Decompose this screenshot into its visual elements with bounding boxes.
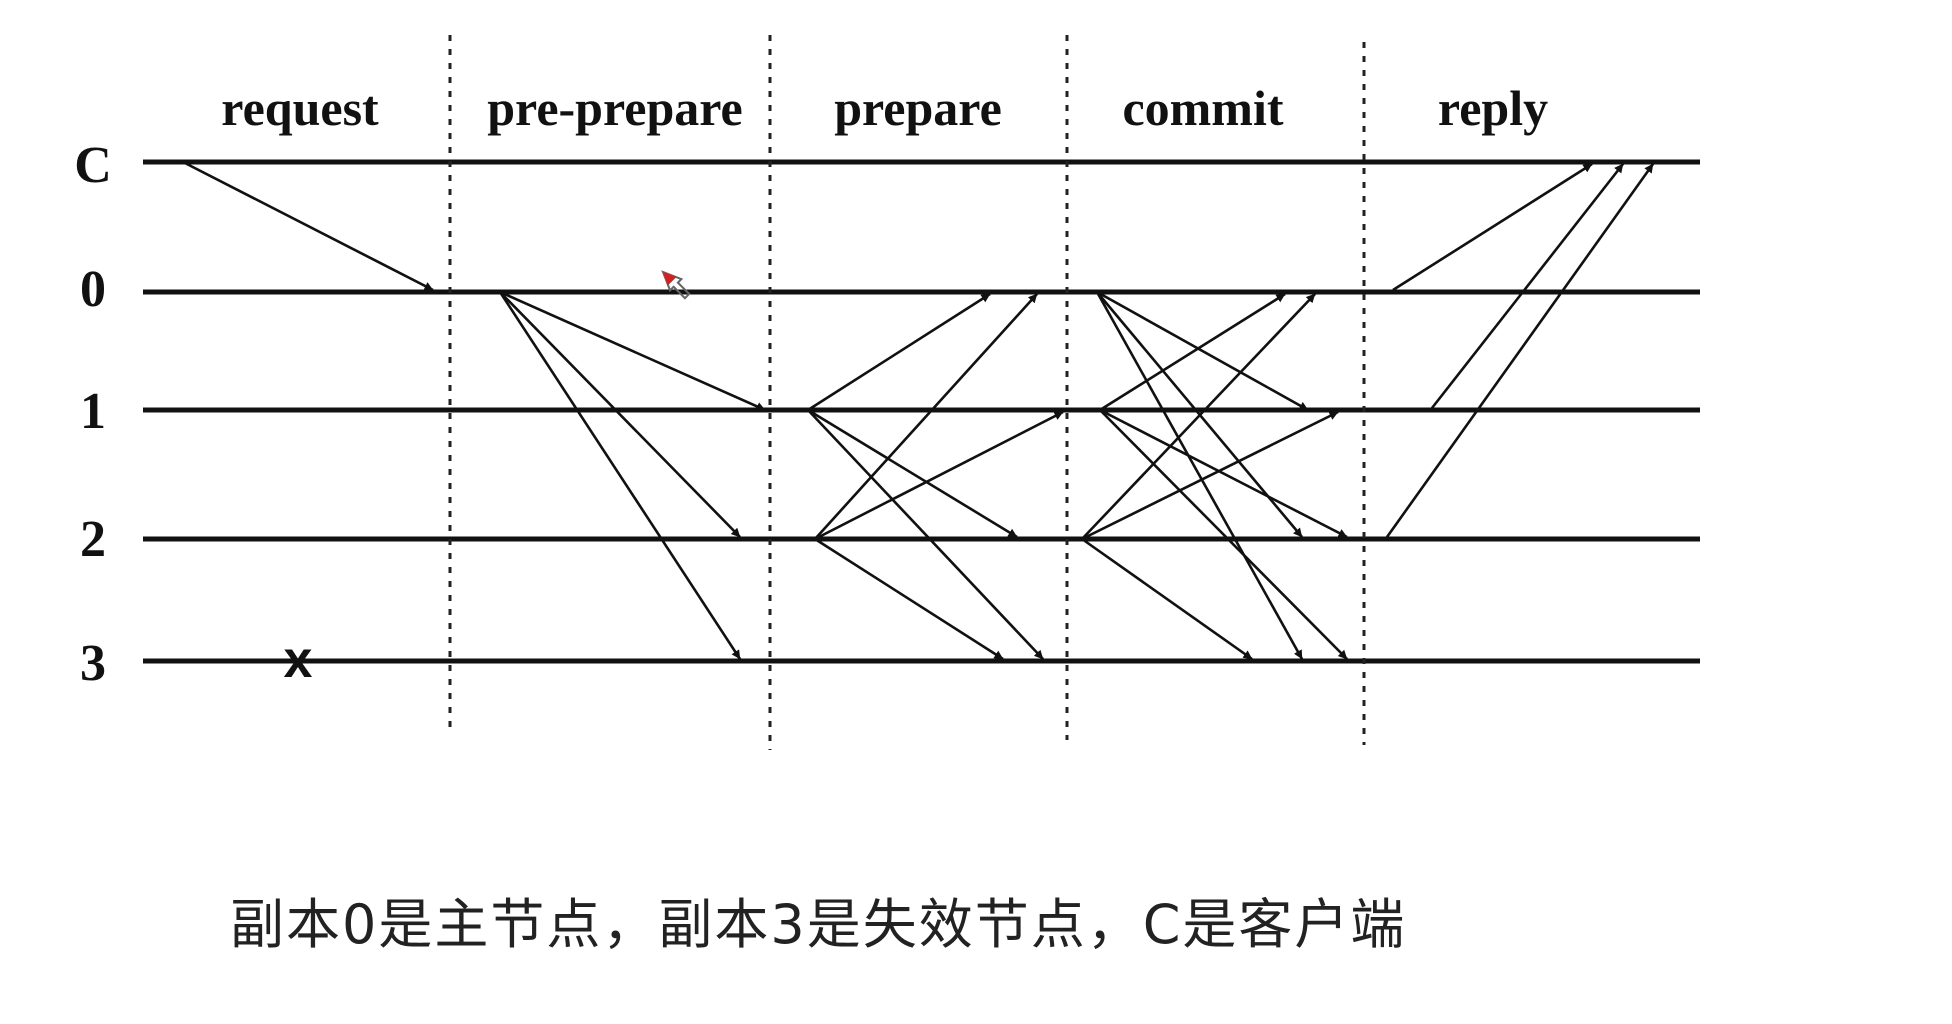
msg-preprepare-0-to-1 <box>499 290 766 412</box>
msg-prepare-2-to-1 <box>814 410 1064 541</box>
failed-node-x-mark: x <box>284 631 313 689</box>
diagram-caption: 副本0是主节点，副本3是失效节点，C是客户端 <box>230 893 1407 956</box>
pointer-cursor-icon <box>661 270 691 300</box>
msg-reply-2-to-c <box>1385 163 1655 538</box>
msg-commit-0-to-3 <box>1095 291 1304 660</box>
msg-prepare-1-to-2 <box>807 408 1018 539</box>
phase-label-prepare: prepare <box>834 80 1002 136</box>
msg-commit-0-to-1 <box>1096 290 1309 412</box>
msg-commit-1-to-2 <box>1099 408 1348 539</box>
msg-prepare-1-to-3 <box>807 409 1044 660</box>
node-label-replica-1: 1 <box>80 383 106 440</box>
msg-reply-0-to-c <box>1392 162 1593 292</box>
msg-commit-2-to-0 <box>1081 293 1316 540</box>
phase-label-request: request <box>221 80 379 136</box>
msg-preprepare-0-to-2 <box>499 291 741 538</box>
msg-commit-1-to-3 <box>1099 409 1348 660</box>
phase-label-commit: commit <box>1122 80 1283 136</box>
msg-prepare-2-to-3 <box>814 537 1004 661</box>
node-label-client: C <box>74 137 112 194</box>
msg-prepare-1-to-0 <box>807 292 991 412</box>
msg-reply-1-to-c <box>1430 163 1625 409</box>
node-label-replica-2: 2 <box>80 511 106 568</box>
msg-request-c-to-0 <box>182 160 434 292</box>
msg-commit-2-to-3 <box>1081 537 1253 661</box>
msg-prepare-2-to-0 <box>814 293 1038 540</box>
msg-commit-1-to-0 <box>1099 292 1286 412</box>
phase-label-pre-prepare: pre-prepare <box>487 80 743 136</box>
msg-preprepare-0-to-3 <box>498 291 742 660</box>
node-label-replica-0: 0 <box>80 261 106 318</box>
msg-commit-2-to-1 <box>1081 410 1339 541</box>
phase-label-reply: reply <box>1438 80 1548 136</box>
node-label-replica-3: 3 <box>80 635 106 692</box>
